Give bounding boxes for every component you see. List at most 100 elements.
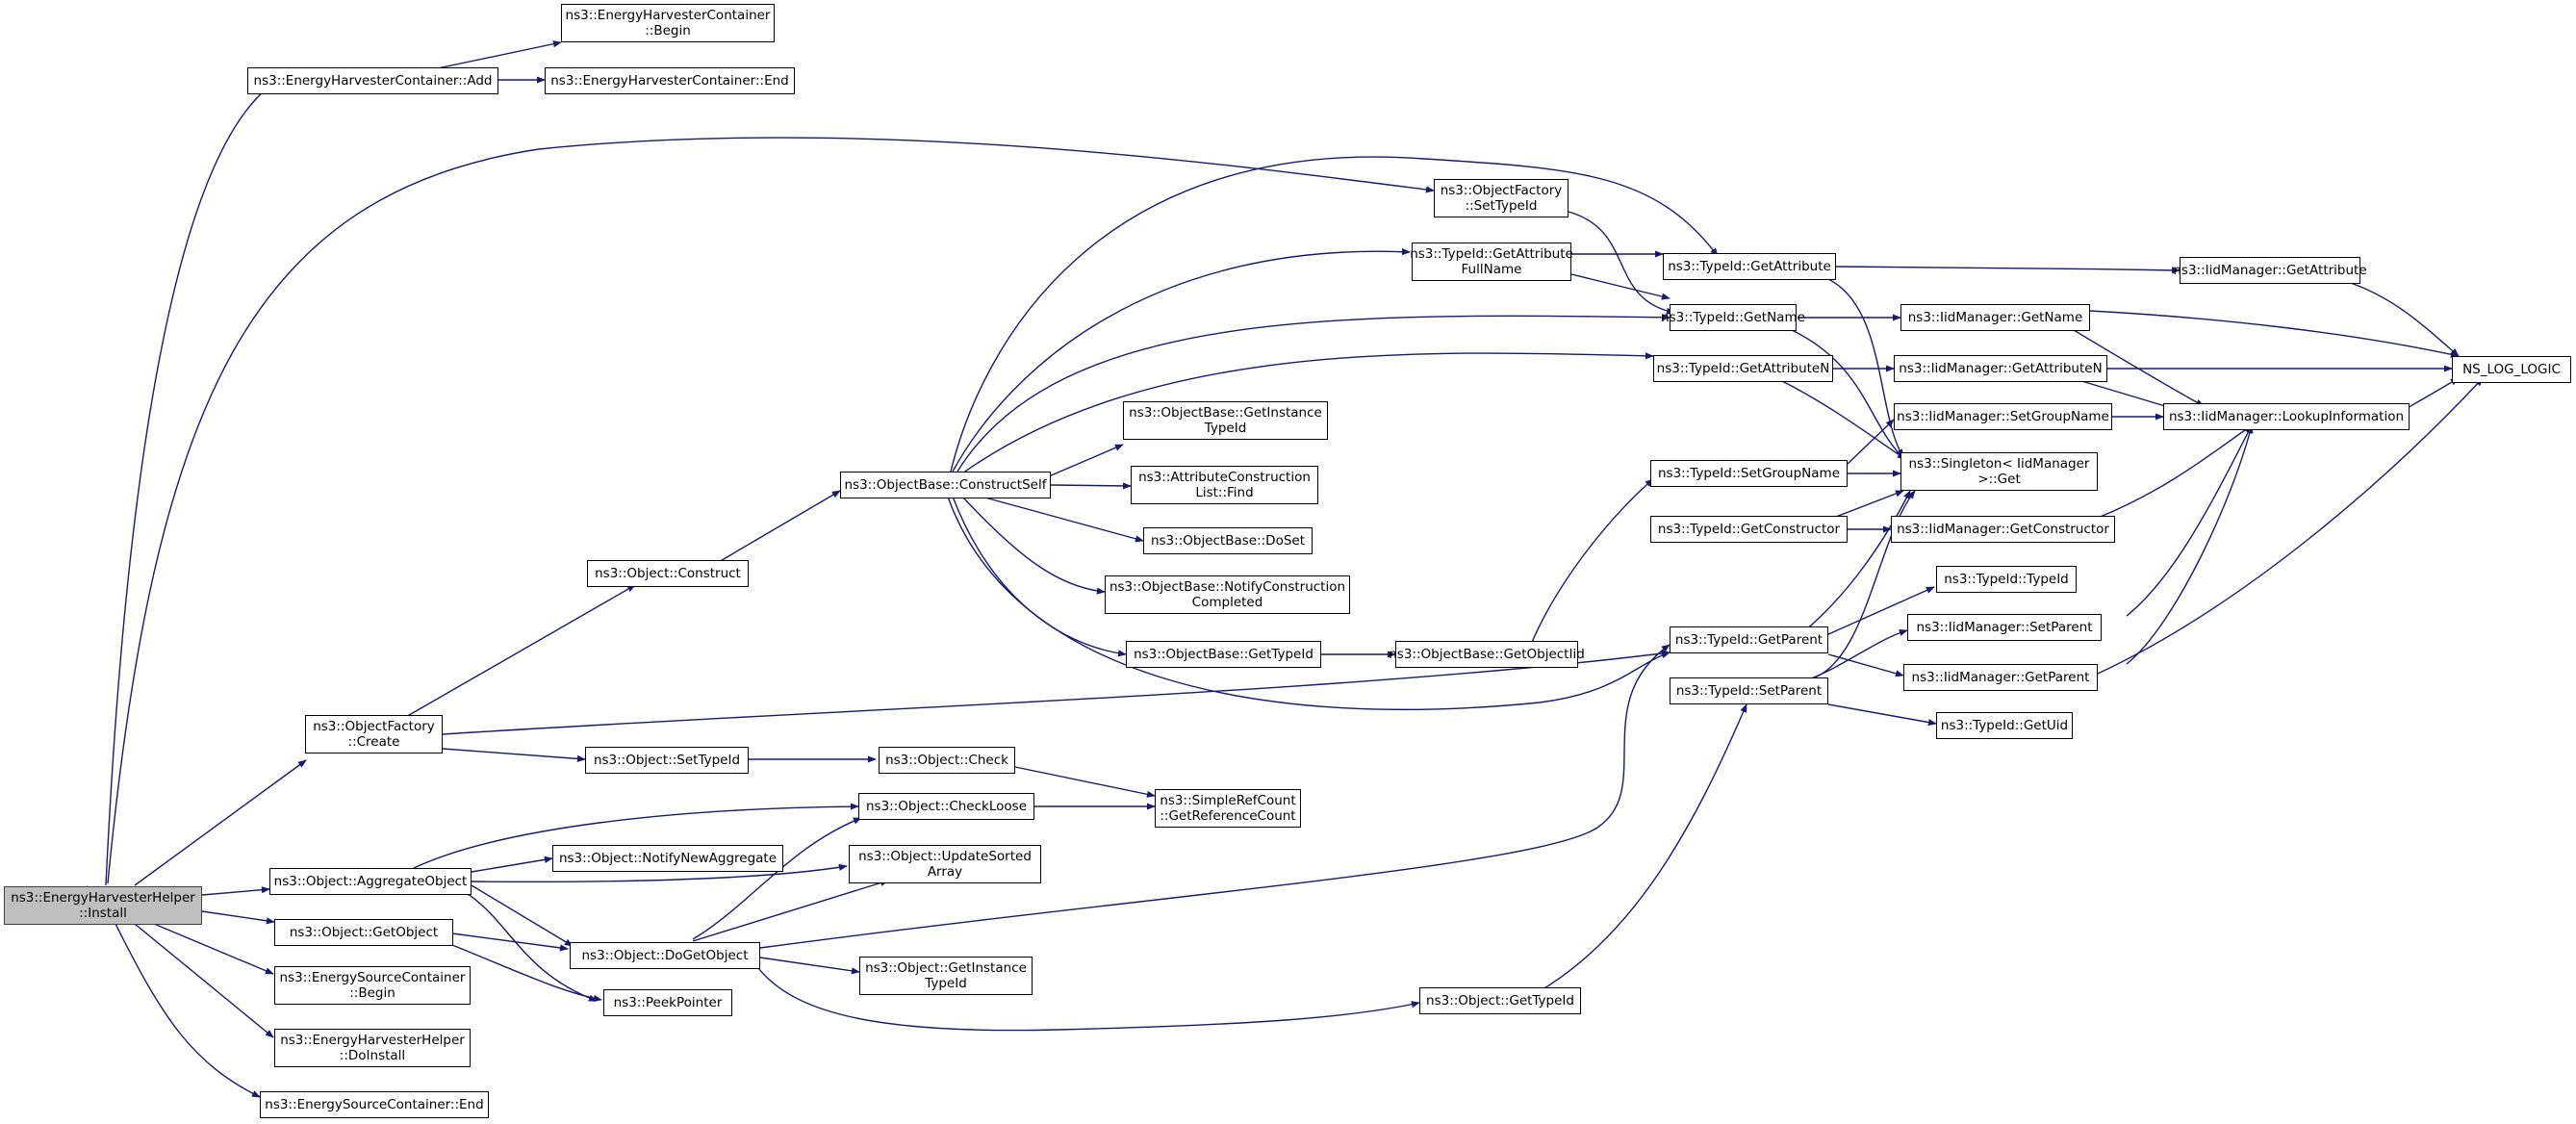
node-label-line: ns3::ObjectBase::GetTypeId: [1134, 647, 1314, 662]
edge-cs-obgettypeid: [952, 496, 1127, 657]
node-label-line: ns3::IidManager::GetConstructor: [1897, 522, 2109, 537]
node-tid-setparent[interactable]: ns3::TypeId::SetParent: [1670, 677, 1828, 704]
node-install: ns3::EnergyHarvesterHelper::Install: [4, 886, 202, 925]
node-label-line: ns3::EnergySourceContainer::End: [265, 1097, 484, 1112]
node-label-line: ns3::EnergyHarvesterContainer: [565, 8, 771, 23]
edge-install-of-create: [134, 759, 307, 886]
node-esc-begin[interactable]: ns3::EnergySourceContainer::Begin: [274, 966, 471, 1005]
node-label-line: ns3::TypeId::SetGroupName: [1657, 466, 1841, 481]
node-iid-setgroupname[interactable]: ns3::IidManager::SetGroupName: [1894, 403, 2112, 430]
node-ehc-begin[interactable]: ns3::EnergyHarvesterContainer::Begin: [561, 4, 775, 42]
edge-getobject-peekpointer: [442, 940, 602, 1002]
node-iid-lookup[interactable]: ns3::IidManager::LookupInformation: [2163, 403, 2410, 430]
node-obj-check[interactable]: ns3::Object::Check: [879, 747, 1015, 774]
edge-getobject-dogetobject: [451, 932, 569, 952]
edge-cs-getattribute: [950, 156, 1719, 473]
node-label-line: ns3::IidManager::GetParent: [1911, 670, 2090, 685]
node-tid-getname[interactable]: ns3::TypeId::GetName: [1661, 304, 1805, 331]
edge-agg-updatesorted: [471, 863, 848, 883]
node-esc-end[interactable]: ns3::EnergySourceContainer::End: [260, 1091, 489, 1118]
node-tid-getuid[interactable]: ns3::TypeId::GetUid: [1936, 712, 2073, 739]
node-ehc-add[interactable]: ns3::EnergyHarvesterContainer::Add: [247, 67, 498, 94]
node-label-line: Completed: [1191, 595, 1263, 610]
edge-cs-getparent: [947, 496, 1671, 710]
node-tid-typeid[interactable]: ns3::TypeId::TypeId: [1936, 566, 2077, 593]
node-obj-gettypeid[interactable]: ns3::Object::GetTypeId: [1419, 987, 1581, 1014]
edge-cs-notify: [961, 496, 1106, 595]
edge-create-settypeid: [442, 748, 586, 762]
node-tid-getconstructor[interactable]: ns3::TypeId::GetConstructor: [1650, 516, 1848, 543]
node-obj-checkloose[interactable]: ns3::Object::CheckLoose: [858, 793, 1034, 820]
node-of-settypeid[interactable]: ns3::ObjectFactory::SetTypeId: [1434, 179, 1569, 217]
edge-create-construct: [403, 584, 636, 719]
edge-tgetparent-typeid: [1825, 586, 1935, 636]
node-label-line: ns3::IidManager::SetGroupName: [1897, 409, 2109, 424]
node-ob-getobjectiid[interactable]: ns3::ObjectBase::GetObjectIid: [1389, 641, 1585, 668]
node-label-line: ns3::ObjectBase::GetInstance: [1129, 405, 1322, 421]
edge-igetattribute-nslog: [2347, 281, 2460, 357]
node-iid-getconstructor[interactable]: ns3::IidManager::GetConstructor: [1891, 516, 2115, 543]
node-obj-getobject[interactable]: ns3::Object::GetObject: [274, 919, 453, 946]
edge-install-aggregateobject: [201, 886, 270, 896]
node-obj-aggregateobject[interactable]: ns3::Object::AggregateObject: [269, 868, 472, 895]
node-ehh-doinstall[interactable]: ns3::EnergyHarvesterHelper::DoInstall: [274, 1029, 471, 1067]
node-label-line: ::Begin: [349, 985, 395, 1001]
edge-create-getparent: [442, 650, 1671, 735]
edge-dogetobject-updatesorted: [692, 879, 889, 942]
node-obj-construct[interactable]: ns3::Object::Construct: [587, 560, 749, 587]
node-obj-settypeid[interactable]: ns3::Object::SetTypeId: [585, 747, 749, 774]
edge-dogetobject-getinstancetypeid: [759, 957, 860, 975]
node-label-line: ns3::Object::GetTypeId: [1426, 993, 1574, 1009]
node-label-line: ns3::ObjectBase::ConstructSelf: [844, 477, 1047, 493]
node-ob-gettypeid[interactable]: ns3::ObjectBase::GetTypeId: [1126, 641, 1321, 668]
node-ehc-end[interactable]: ns3::EnergyHarvesterContainer::End: [545, 67, 795, 94]
edge-igetparent-nslog: [2097, 377, 2484, 675]
edge-install-esc-begin: [153, 923, 274, 975]
node-singleton-get[interactable]: ns3::Singleton< IidManager>::Get: [1900, 452, 2098, 491]
node-tid-getparent[interactable]: ns3::TypeId::GetParent: [1670, 626, 1828, 653]
node-ns-log-logic[interactable]: NS_LOG_LOGIC: [2452, 356, 2571, 383]
node-label-line: ns3::TypeId::GetParent: [1674, 632, 1824, 648]
node-tid-getattrn[interactable]: ns3::TypeId::GetAttributeN: [1653, 355, 1833, 382]
edge-tsetgroupname-isetgroupname: [1847, 419, 1895, 465]
node-tid-setgroupname[interactable]: ns3::TypeId::SetGroupName: [1650, 460, 1848, 487]
node-obj-notifynewaggregate[interactable]: ns3::Object::NotifyNewAggregate: [552, 845, 783, 872]
node-peekpointer[interactable]: ns3::PeekPointer: [603, 989, 732, 1016]
node-label-line: List::Find: [1195, 485, 1254, 500]
node-iid-getattrn[interactable]: ns3::IidManager::GetAttributeN: [1894, 355, 2107, 382]
node-label-line: ns3::IidManager::LookupInformation: [2168, 409, 2405, 424]
node-label-line: ::Begin: [645, 23, 691, 38]
node-label-line: ns3::EnergyHarvesterContainer::End: [550, 73, 789, 89]
node-label-line: ns3::SimpleRefCount: [1160, 793, 1296, 808]
node-label-line: ns3::EnergySourceContainer: [279, 970, 466, 985]
node-src-getrefcount[interactable]: ns3::SimpleRefCount::GetReferenceCount: [1155, 789, 1301, 828]
node-of-create[interactable]: ns3::ObjectFactory::Create: [305, 715, 443, 754]
node-label-line: ns3::Object::GetObject: [289, 925, 439, 940]
edge-settypeid-getname: [1568, 211, 1675, 315]
node-iid-setparent[interactable]: ns3::IidManager::SetParent: [1907, 614, 2102, 641]
node-iid-getname[interactable]: ns3::IidManager::GetName: [1900, 304, 2090, 331]
node-label-line: ns3::IidManager::GetName: [1907, 310, 2083, 325]
node-label-line: Array: [927, 864, 963, 880]
node-tid-getattribute[interactable]: ns3::TypeId::GetAttribute: [1663, 253, 1836, 280]
edge-agg-dogetobject: [471, 884, 574, 947]
edge-igetattrn-lookup: [2078, 379, 2176, 411]
node-label-line: ns3::Object::SetTypeId: [593, 753, 741, 768]
node-obj-dogetobject[interactable]: ns3::Object::DoGetObject: [570, 942, 760, 969]
node-ob-constructself[interactable]: ns3::ObjectBase::ConstructSelf: [840, 472, 1051, 498]
node-iid-getattribute[interactable]: ns3::IidManager::GetAttribute: [2173, 257, 2367, 284]
edge-agg-notify: [471, 856, 553, 873]
edge-dogetobject-gettypeid: [754, 963, 1420, 1032]
node-ob-doset[interactable]: ns3::ObjectBase::DoSet: [1143, 527, 1313, 554]
edge-tgetname-singleton: [1789, 328, 1906, 461]
node-iid-getparent[interactable]: ns3::IidManager::GetParent: [1903, 664, 2098, 691]
node-label-line: ns3::TypeId::GetConstructor: [1657, 522, 1841, 537]
edge-install-getobject: [201, 910, 275, 925]
node-label-line: ns3::PeekPointer: [613, 995, 723, 1010]
